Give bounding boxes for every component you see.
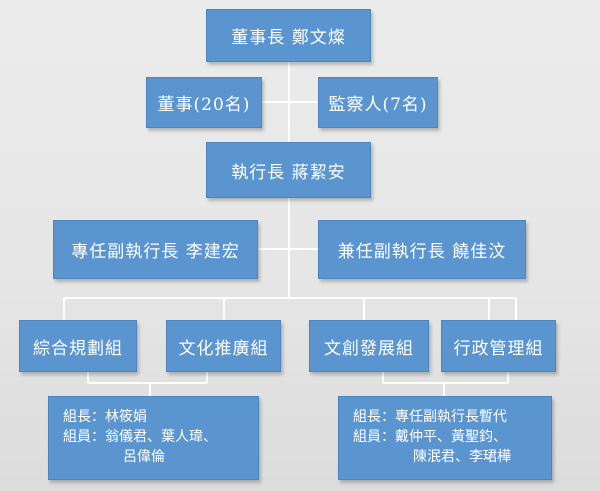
directors-label: 董事(20名)	[157, 95, 251, 115]
members-line: 組員：翁儀君、葉人瑋、	[63, 429, 217, 445]
directors-box: 董事(20名)	[146, 77, 262, 128]
supervisors-label: 監察人(7名)	[328, 95, 428, 115]
group-box: 行政管理組	[441, 320, 556, 372]
right-group-staff-box: 組長：專任副執行長暫代 組員：戴仲平、黃聖鈞、 陳泯君、李珺樺	[338, 396, 552, 480]
ceo-box: 執行長 蔣絜安	[206, 142, 371, 198]
ceo-label: 執行長 蔣絜安	[231, 162, 346, 183]
supervisors-box: 監察人(7名)	[318, 77, 438, 128]
group-label: 綜合規劃組	[33, 338, 123, 359]
group-box: 文化推廣組	[166, 320, 281, 372]
chair-box: 董事長 鄭文燦	[206, 9, 371, 62]
leader-line: 組長：林筱娟	[63, 409, 147, 425]
chair-label: 董事長 鄭文燦	[231, 28, 346, 48]
deputy-parttime-box: 兼任副執行長 饒佳汶	[318, 220, 526, 279]
deputy-fulltime-label: 專任副執行長 李建宏	[71, 242, 240, 262]
group-label: 文化推廣組	[178, 338, 269, 359]
left-group-staff-box: 組長：林筱娟 組員：翁儀君、葉人瑋、 呂偉倫	[48, 396, 259, 480]
group-box: 綜合規劃組	[19, 320, 137, 372]
members-line-continued: 呂偉倫	[123, 449, 165, 465]
leader-line: 組長：專任副執行長暫代	[353, 409, 507, 425]
members-line: 組員：戴仲平、黃聖鈞、	[353, 429, 507, 445]
deputy-parttime-label: 兼任副執行長 饒佳汶	[337, 242, 507, 262]
group-label: 文創發展組	[324, 338, 414, 359]
group-box: 文創發展組	[309, 320, 429, 372]
group-label: 行政管理組	[453, 338, 544, 359]
members-line-continued: 陳泯君、李珺樺	[413, 449, 511, 465]
deputy-fulltime-box: 專任副執行長 李建宏	[53, 220, 258, 279]
